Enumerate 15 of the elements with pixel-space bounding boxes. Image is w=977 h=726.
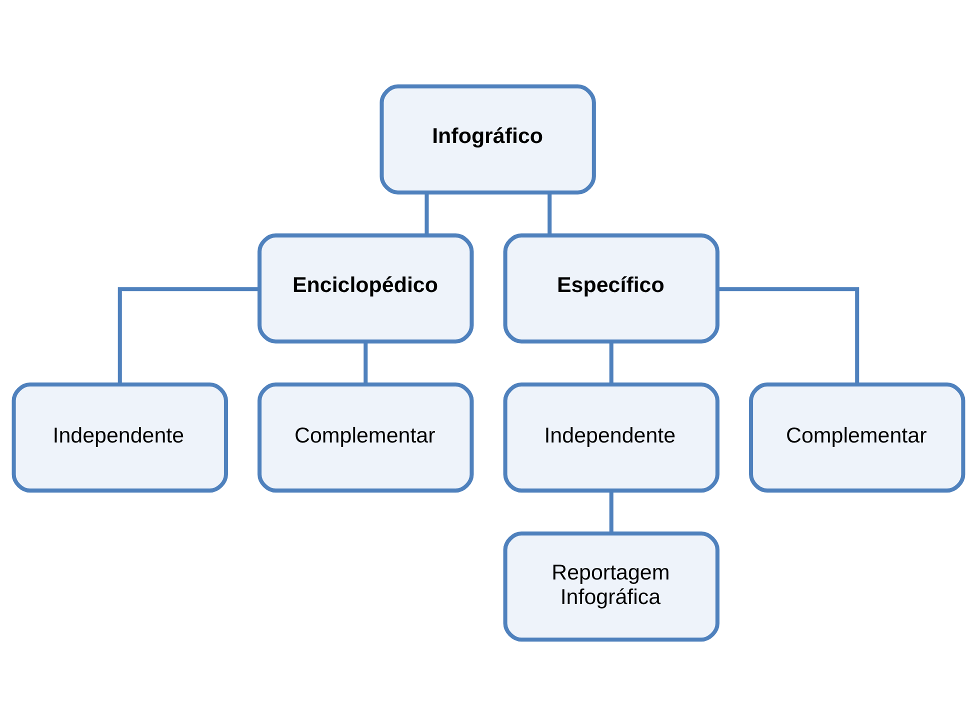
node-box: Independente bbox=[503, 382, 720, 493]
node-box: Específico bbox=[503, 233, 720, 344]
connector bbox=[424, 192, 429, 235]
node-box: Complementar bbox=[258, 382, 474, 493]
connector bbox=[118, 287, 260, 384]
connector bbox=[609, 490, 614, 534]
connector bbox=[609, 342, 614, 384]
node-box: Reportagem Infográfica bbox=[503, 532, 720, 642]
connector bbox=[548, 192, 552, 235]
node-box: Complementar bbox=[749, 382, 966, 493]
node-box: Infográfico bbox=[380, 84, 596, 194]
connector bbox=[718, 287, 860, 384]
node-box: Enciclopédico bbox=[258, 233, 474, 344]
node-box: Independente bbox=[12, 382, 228, 493]
connector bbox=[364, 342, 368, 384]
